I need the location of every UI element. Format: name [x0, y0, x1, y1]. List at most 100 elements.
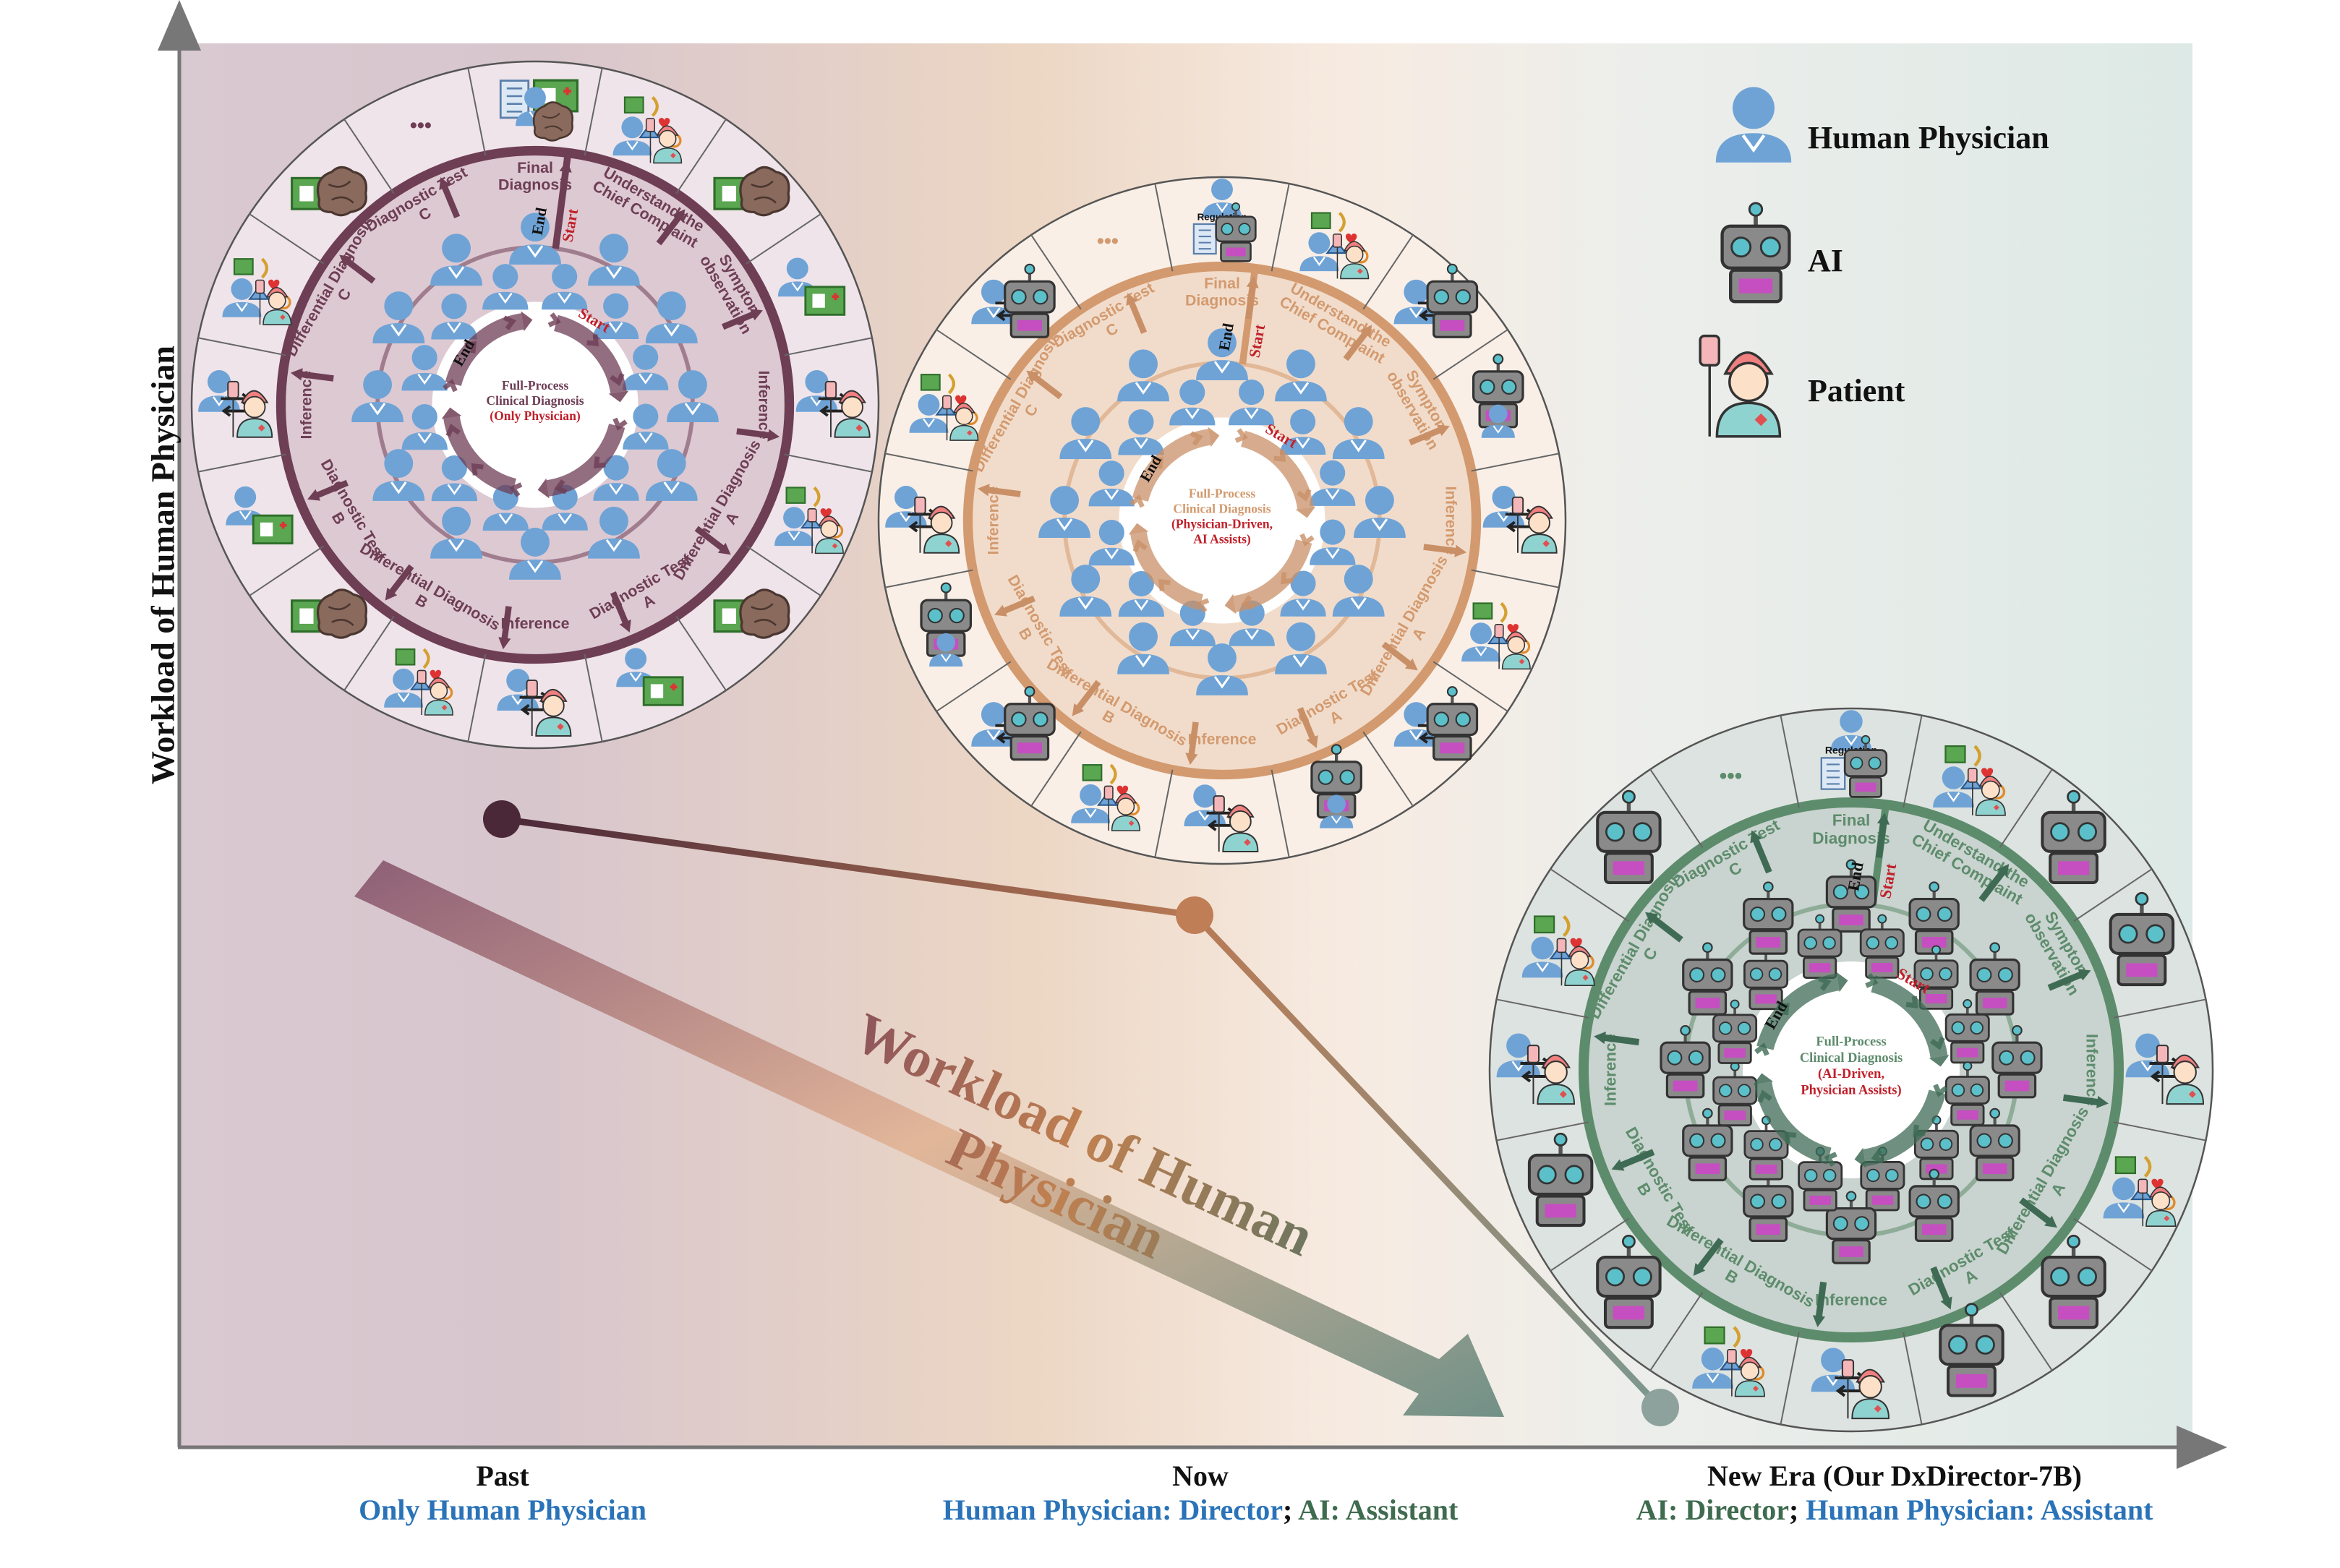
cycle-arrow-head	[537, 478, 550, 499]
robot-icon	[1860, 1147, 1905, 1212]
robot-icon	[1004, 263, 1056, 338]
legend-patient-icon	[1699, 334, 1782, 438]
robot-icon	[1944, 1061, 1990, 1126]
physician-icon	[401, 345, 448, 391]
era-label-new: New Era (Our DxDirector-7B) AI: Director…	[1533, 1459, 2256, 1527]
robot-icon	[1596, 789, 1662, 885]
wheel-segment-divider	[2113, 1121, 2206, 1141]
wheel-segment-divider	[249, 545, 325, 596]
stage-arrow	[610, 591, 631, 629]
stage-arrow-head	[2044, 1215, 2057, 1228]
era-subtitle-past: Only Human Physician	[358, 1493, 647, 1527]
physician-icon	[1332, 565, 1385, 617]
stage-arrow	[694, 526, 728, 554]
workload-line-segment-2	[1192, 912, 1663, 1410]
wheel-segment-divider	[784, 453, 873, 473]
robot-icon	[1426, 686, 1479, 761]
physician-icon	[1332, 407, 1385, 459]
wheel-segment-divider	[1471, 453, 1560, 472]
stage-arrow	[1815, 1281, 1827, 1322]
center-label: Clinical Diagnosis	[486, 393, 584, 408]
wheel-segment-divider	[1471, 569, 1560, 588]
stage-arrow	[656, 212, 684, 246]
physician-icon	[1203, 179, 1242, 218]
stage-arrow-head	[1611, 1159, 1625, 1171]
physician-icon	[1481, 404, 1515, 438]
robot-icon	[1682, 1108, 1733, 1182]
wheel-segment-divider	[2073, 868, 2153, 922]
stage-arrow	[1381, 641, 1415, 669]
robot-icon	[1908, 1168, 1960, 1243]
physician-icon	[431, 294, 477, 340]
wheel-segment-divider	[197, 453, 286, 473]
stage-label: Inference	[985, 486, 1002, 554]
stage-label: Inference	[755, 371, 772, 440]
stage-arrow	[2047, 969, 2087, 991]
patient-icon	[1332, 234, 1370, 280]
robot-icon	[1798, 1147, 1843, 1212]
cycle-arrow	[445, 313, 524, 387]
wheel-segment-divider	[343, 615, 395, 691]
stage-arrow-head	[1812, 1315, 1826, 1327]
robot-icon	[1527, 1132, 1594, 1228]
physician-icon	[667, 370, 719, 422]
ellipsis: •••	[1720, 764, 1743, 788]
stage-arrow-head	[994, 604, 1008, 617]
physician-icon	[1229, 600, 1275, 646]
medical-record-icon	[804, 286, 846, 316]
ellipsis: •••	[1097, 230, 1119, 253]
era-name-new: New Era (Our DxDirector-7B)	[1707, 1460, 2082, 1492]
physician-icon	[1196, 643, 1248, 695]
physician-icon	[1169, 380, 1216, 426]
era-subtitle-part: ;	[1283, 1494, 1299, 1526]
physician-icon	[430, 234, 482, 286]
stage-arrow	[1615, 1149, 1655, 1170]
stage-arrow-head	[1594, 1031, 1606, 1045]
physician-icon	[1088, 460, 1135, 507]
patient-icon	[1526, 1045, 1576, 1105]
wheel-segment-divider	[1550, 1217, 1629, 1272]
physician-icon	[1196, 328, 1248, 381]
robot-icon	[1712, 1061, 1758, 1127]
robot-icon	[1913, 945, 1959, 1010]
stage-arrow	[998, 595, 1036, 616]
robot-icon	[1843, 734, 1888, 798]
wheel-segment-divider	[1780, 1332, 1800, 1425]
physician-icon	[2103, 1177, 2145, 1219]
physician-icon	[1280, 408, 1326, 455]
cycle-arrow-head	[441, 407, 462, 419]
stage-arrow-head	[339, 254, 353, 267]
stage-arrow-head	[1940, 1296, 1952, 1310]
stage-arrow-head	[307, 489, 321, 501]
cycle-arrow-head	[1929, 1055, 1950, 1067]
stage-arrow	[1423, 544, 1461, 555]
physician-icon	[372, 291, 425, 343]
robot-icon	[1991, 1025, 2043, 1099]
center-label: Full-Process	[502, 378, 569, 393]
wheel-segment-divider	[197, 337, 286, 356]
wheel-segment-divider	[746, 213, 821, 265]
patient-icon	[417, 669, 453, 716]
patient-icon	[255, 279, 292, 325]
physician-icon	[1299, 232, 1339, 272]
stage-arrow-head	[1876, 813, 1890, 825]
wheel-segment-divider	[1030, 234, 1082, 310]
patient-icon	[941, 395, 979, 441]
cycle-arrow-head	[521, 311, 533, 332]
patient-icon	[1967, 768, 2006, 816]
robot-icon	[1859, 914, 1905, 979]
physician-icon	[542, 263, 588, 310]
patient-icon	[2138, 1178, 2177, 1227]
stage-arrow-head	[1246, 275, 1259, 288]
stage-arrow-head	[619, 619, 631, 633]
workload-point-past	[483, 800, 521, 838]
stage-arrow	[1694, 1238, 1724, 1274]
stage-arrow	[2019, 1197, 2055, 1227]
wheel-segment-divider	[2073, 1217, 2153, 1272]
center-label: Physician Assists)	[1801, 1083, 1901, 1097]
stage-arrow	[1875, 818, 1887, 859]
era-subtitle-part: Only Human Physician	[359, 1494, 646, 1526]
